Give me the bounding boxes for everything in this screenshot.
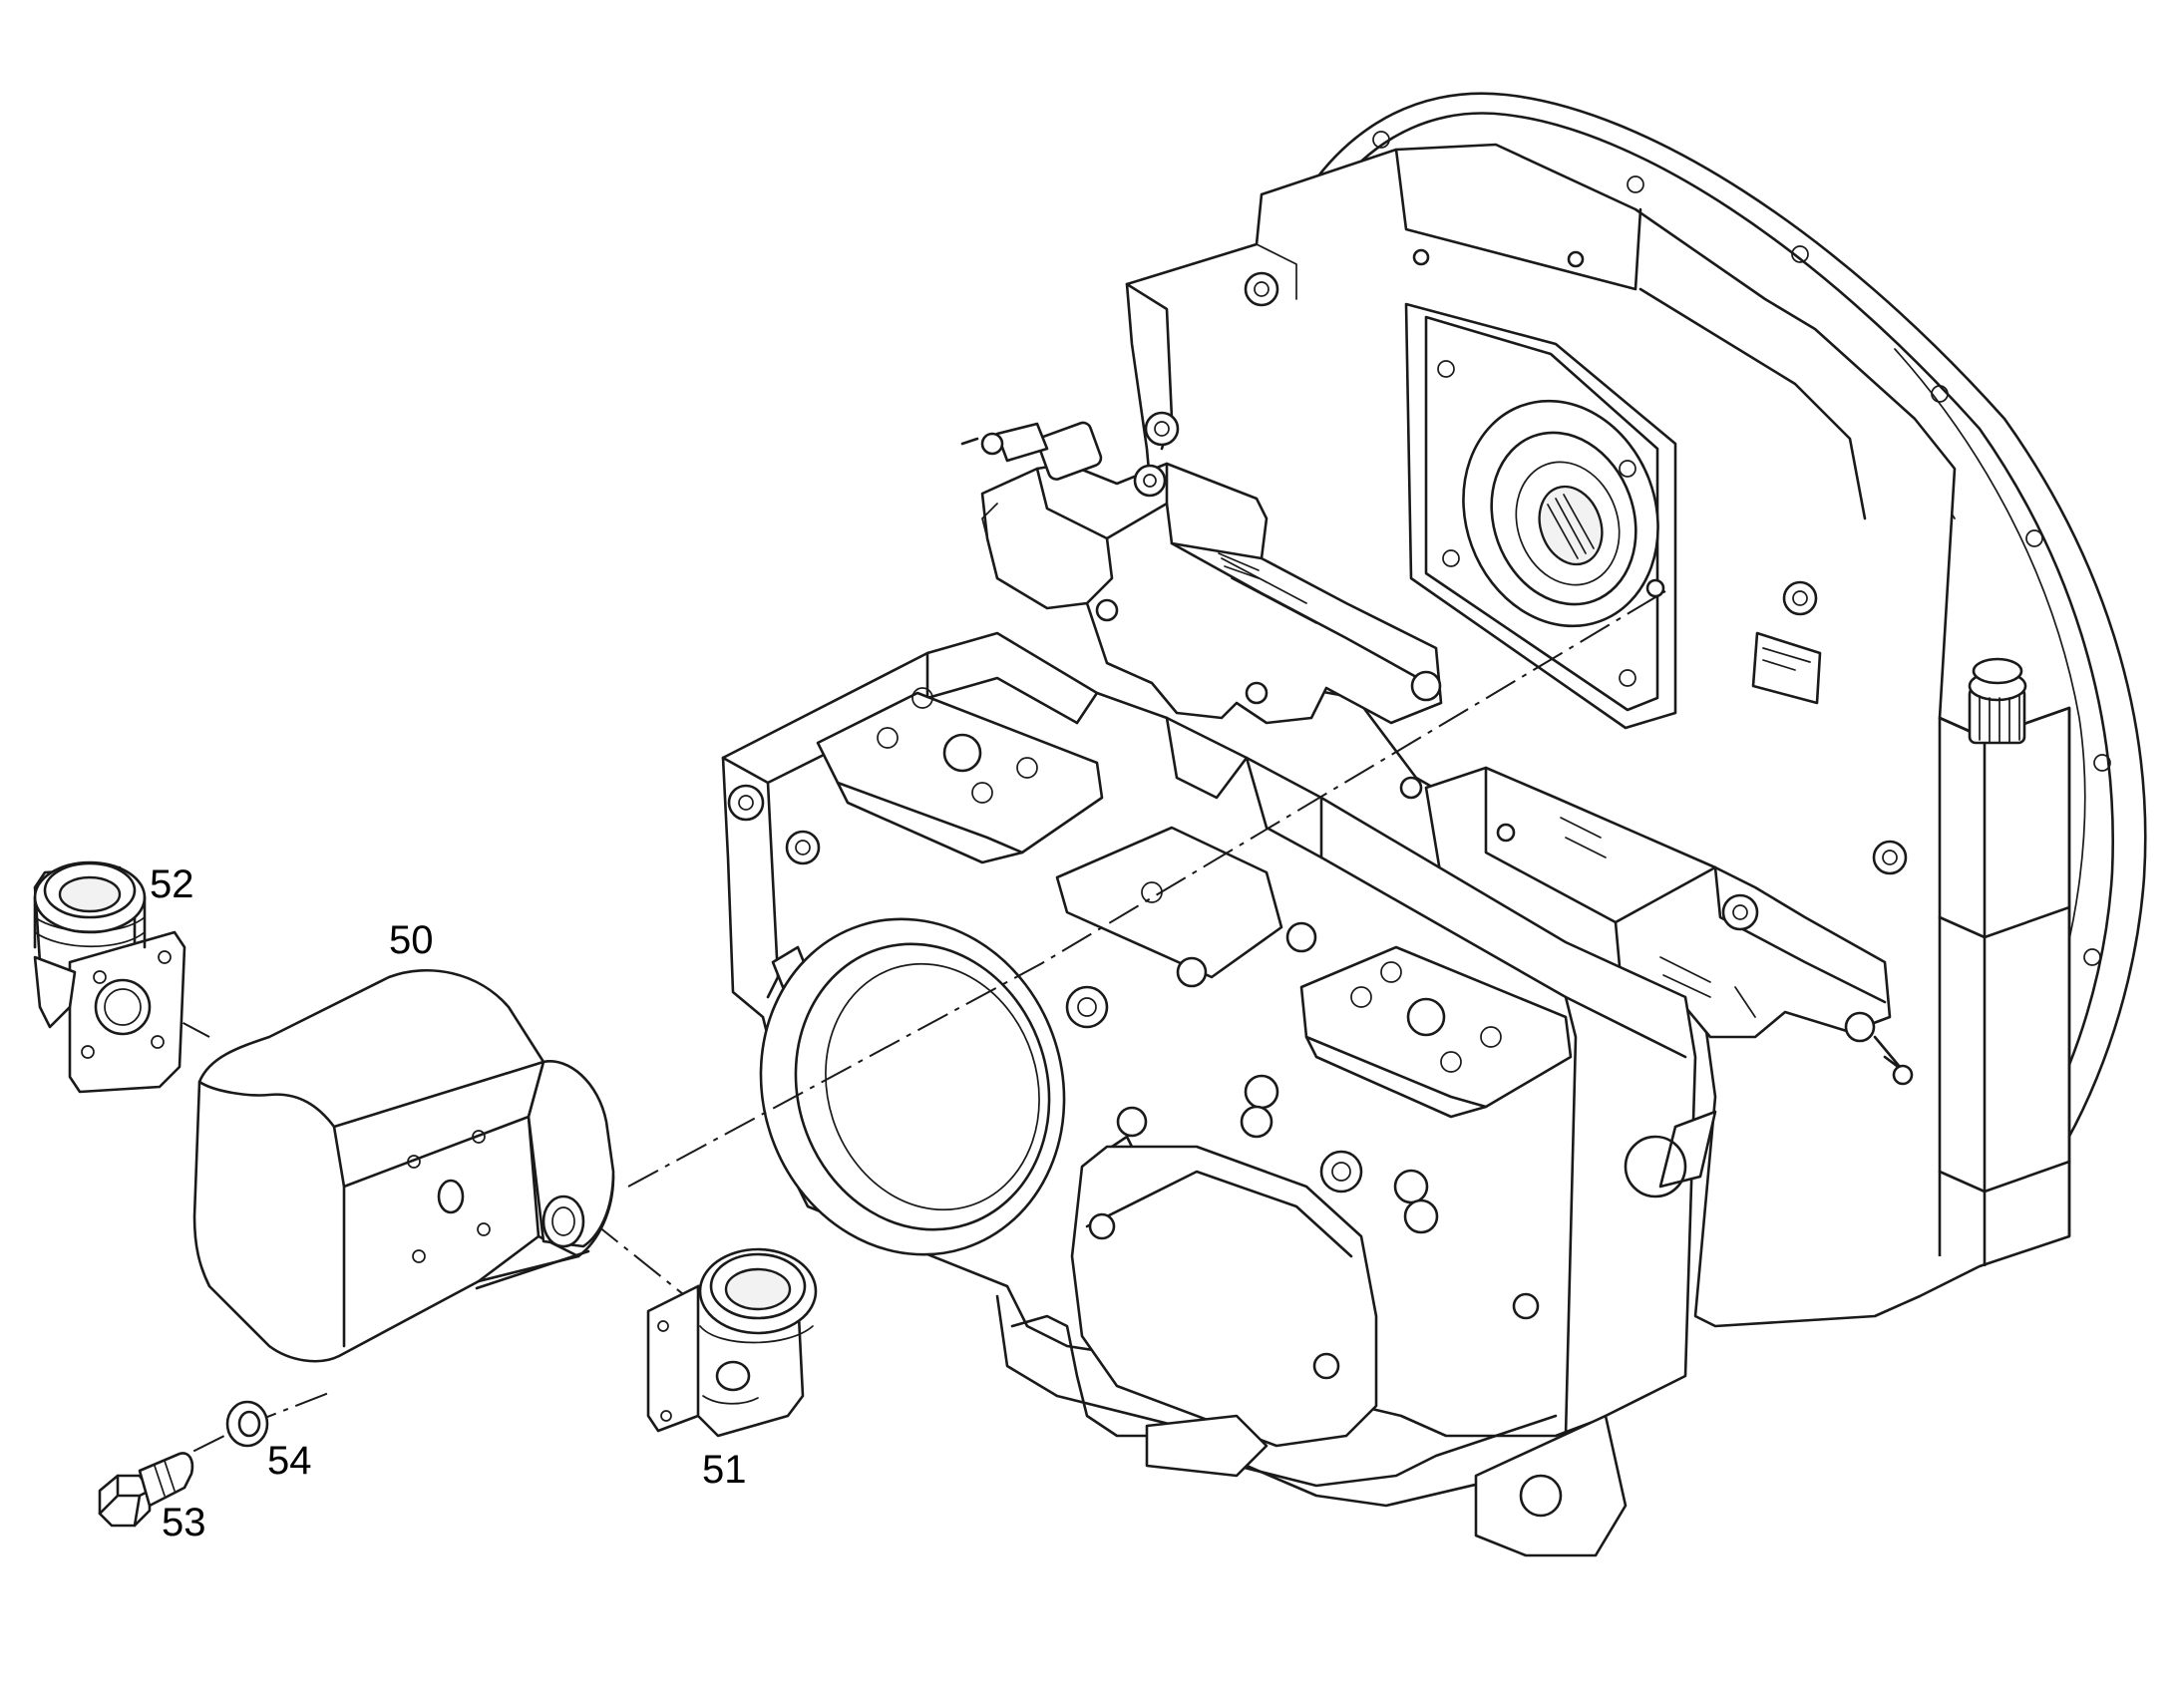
gearbox-housing [1125, 143, 2071, 1328]
lower-control-valve [1399, 766, 1914, 1086]
callout-52: 52 [150, 862, 194, 906]
transmission-assembly [721, 92, 2147, 1557]
elbow-fitting-52 [33, 860, 186, 1094]
callout-labels: 50 51 52 53 54 [150, 862, 747, 1544]
elbow-fitting-51 [646, 1247, 818, 1438]
pump-block [721, 631, 1717, 1557]
washer-54 [225, 1400, 269, 1448]
filler-cap-icon [1968, 657, 2027, 745]
gear-pump-50 [192, 969, 615, 1363]
upper-control-valve [960, 421, 1443, 725]
input-flange-plate [1404, 302, 1677, 730]
hex-bolt-53 [98, 1452, 194, 1528]
callout-50: 50 [389, 918, 434, 962]
callout-53: 53 [162, 1501, 206, 1544]
nameplate [1751, 631, 1822, 705]
callout-51: 51 [702, 1448, 747, 1492]
callout-54: 54 [267, 1439, 312, 1483]
